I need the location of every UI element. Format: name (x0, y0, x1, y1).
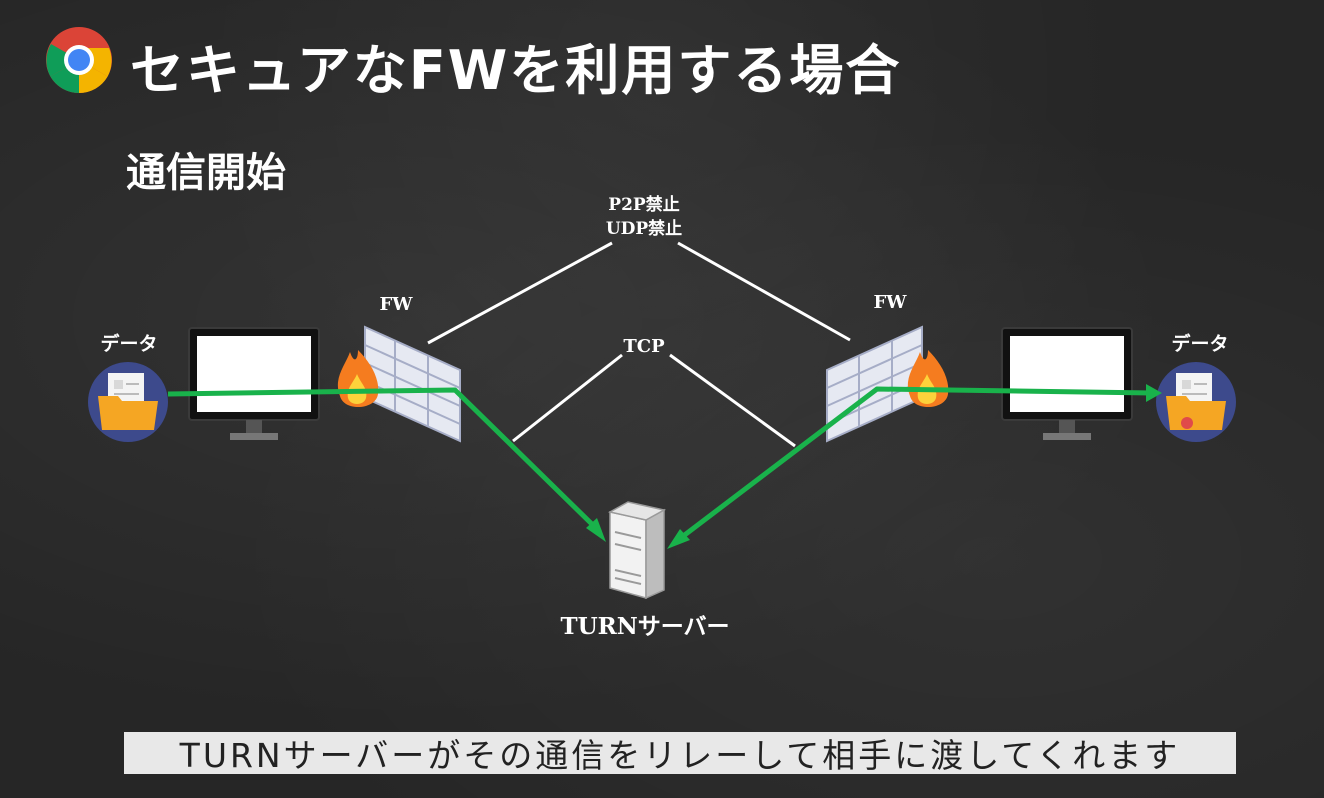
slide-subtitle: 通信開始 (126, 150, 286, 196)
arrowhead-left-icon (586, 518, 606, 542)
server-icon (607, 501, 667, 600)
relay-path-right (676, 386, 1151, 542)
data-right-label: データ (1171, 332, 1228, 355)
tcp-line-right (669, 353, 796, 448)
relay-path-left (167, 387, 602, 534)
top-note-line2: UDP禁止 (606, 218, 682, 239)
server-label: TURNサーバー (560, 613, 729, 640)
firewall-left-icon (337, 325, 461, 443)
tcp-label: TCP (623, 336, 665, 357)
fw-right-label: FW (874, 292, 908, 313)
caption-text: TURNサーバーがその通信をリレーして相手に渡してくれます (179, 736, 1181, 775)
monitor-right-icon (1001, 327, 1133, 440)
arrowhead-right-icon (667, 529, 690, 549)
udp-line-left (427, 241, 613, 345)
fw-left-label: FW (380, 294, 414, 315)
arrowhead-data-right-icon (1146, 384, 1162, 402)
firewall-right-icon (826, 325, 949, 443)
top-note-line1: P2P禁止 (608, 194, 679, 215)
tcp-line-left (512, 353, 623, 443)
data-left-icon (88, 362, 168, 442)
monitor-left-icon (188, 327, 320, 440)
subtitle-caption-bar: TURNサーバーがその通信をリレーして相手に渡してくれます (124, 732, 1236, 775)
udp-line-right (677, 241, 851, 342)
data-right-icon (1156, 362, 1236, 442)
data-left-label: データ (100, 332, 157, 355)
chrome-logo-icon (46, 27, 112, 94)
slide-title: セキュアなFWを利用する場合 (130, 39, 902, 102)
